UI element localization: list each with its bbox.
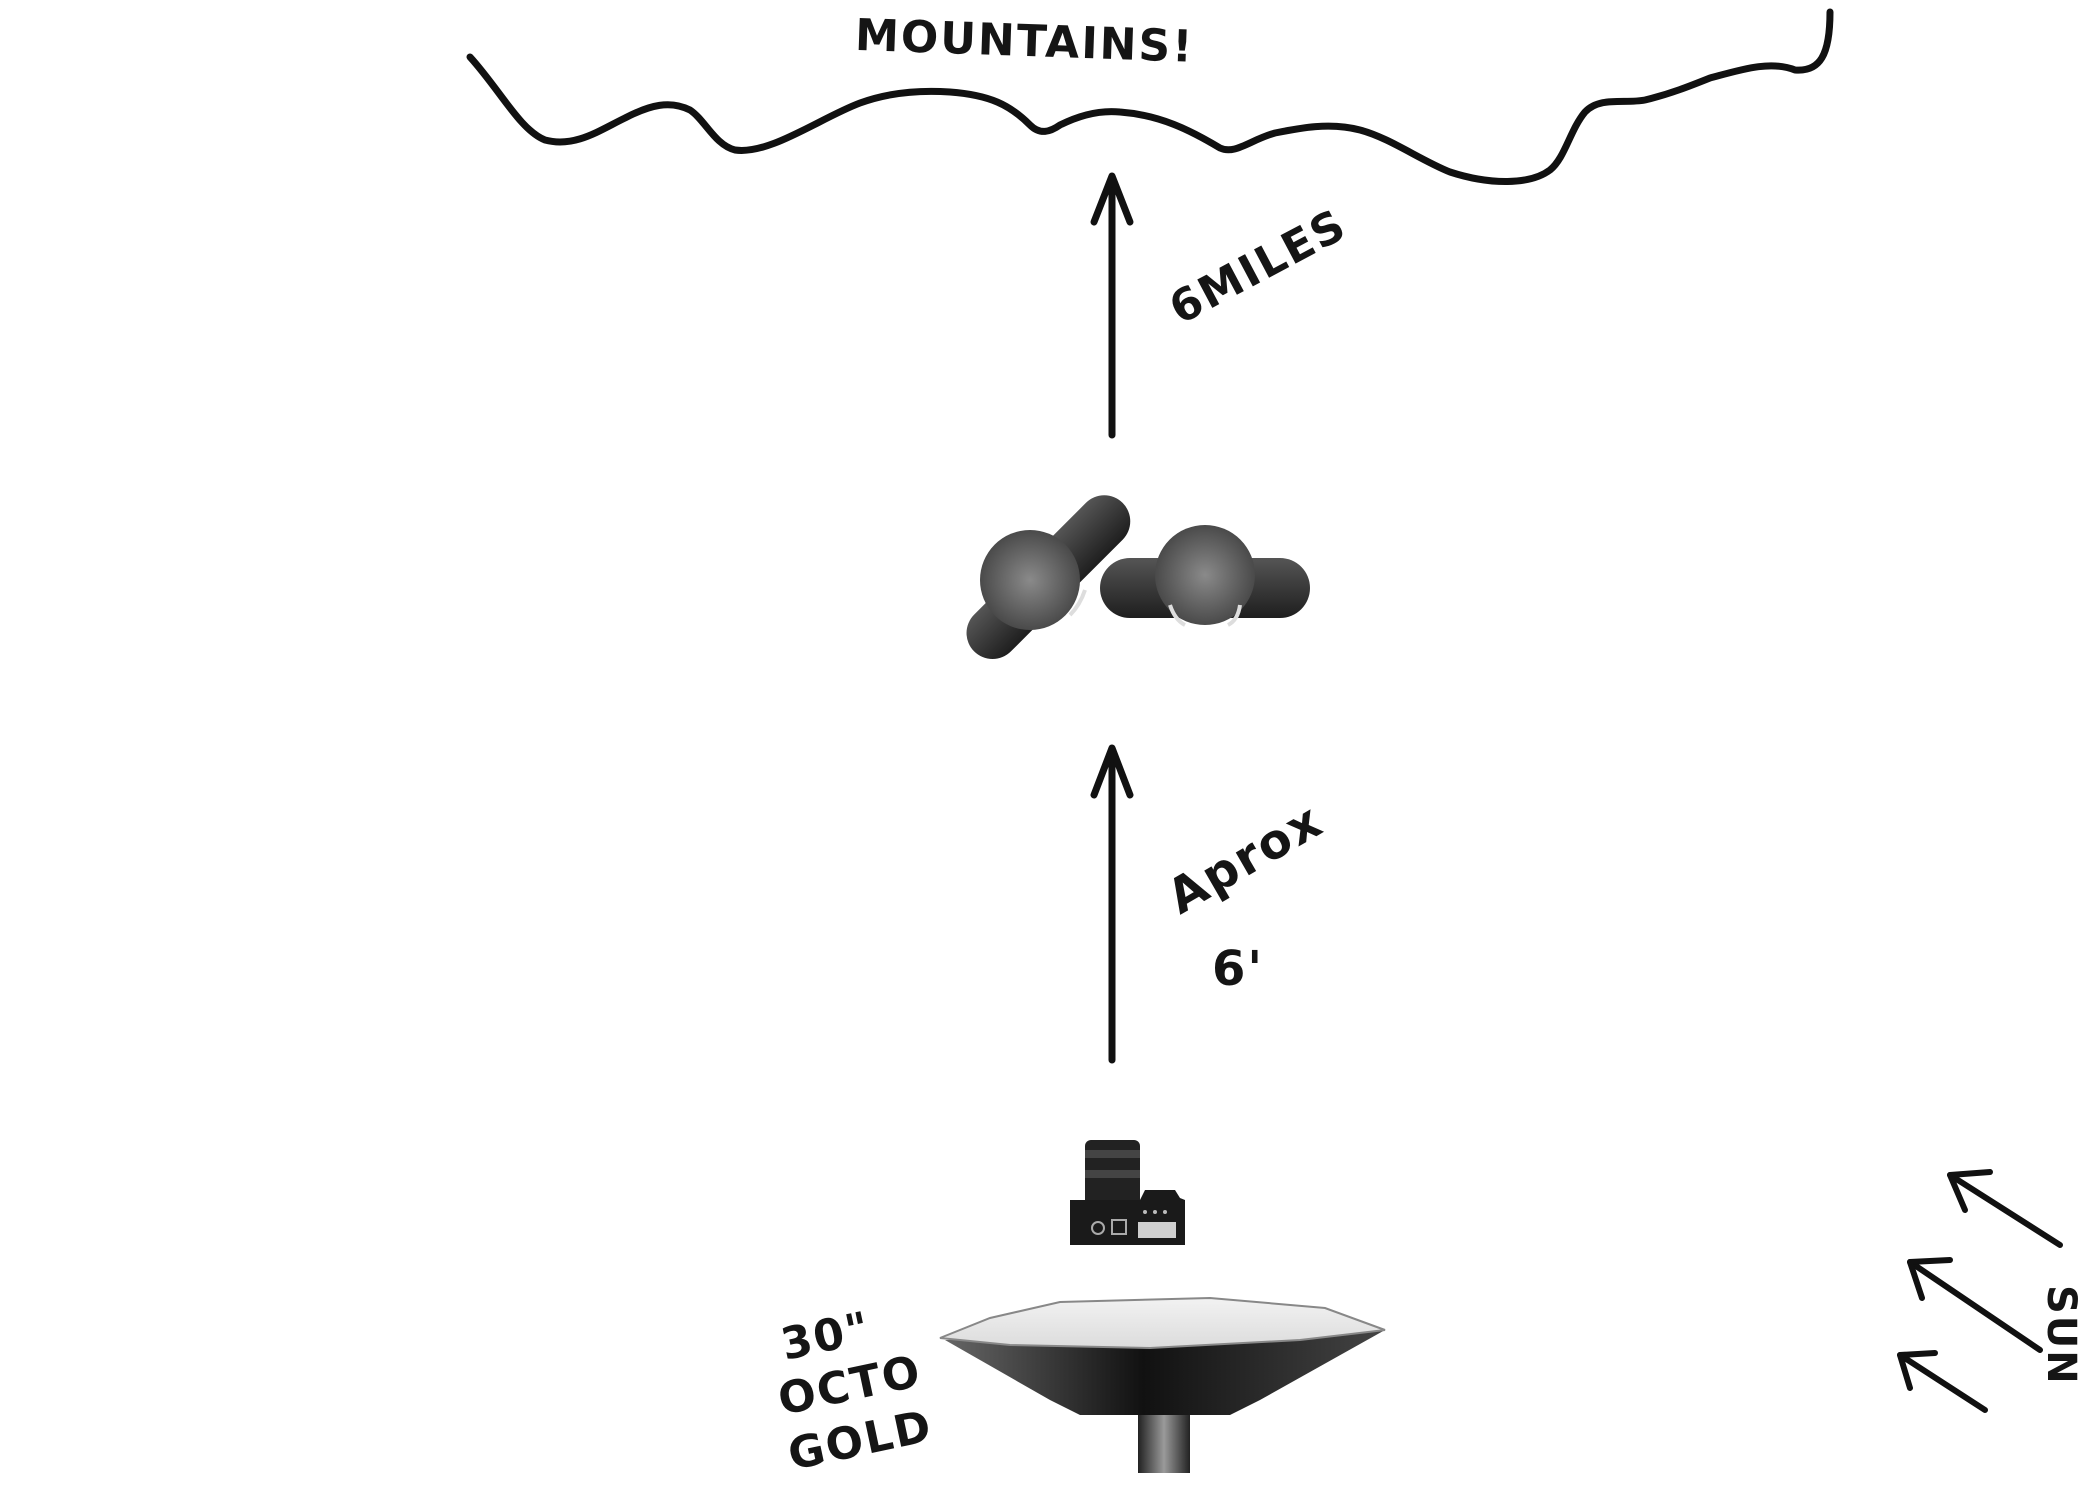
person-topdown-icon (966, 495, 1131, 660)
subject-left (966, 495, 1131, 660)
sun-arrows (1897, 1169, 2063, 1413)
mountain-ridge-line (466, 8, 1834, 185)
arrow-to-mountains (1090, 172, 1134, 439)
arrow-to-subjects (1090, 744, 1134, 1064)
mountains-label: MOUNTAINS! (854, 10, 1195, 73)
sun-arrow-middle (1907, 1257, 2043, 1353)
octabox-icon (939, 1296, 1386, 1473)
sun-arrow-top (1947, 1169, 2063, 1248)
camera-icon (1070, 1140, 1185, 1245)
person-topdown-icon (1100, 525, 1310, 627)
distance-near-label-line1: Aprox (1158, 792, 1332, 925)
sun-label: SUN (2038, 1285, 2084, 1386)
sun-arrow-bottom (1897, 1350, 1988, 1413)
subject-right (1100, 525, 1310, 627)
distance-far-label: 6MILES (1161, 199, 1355, 334)
distance-near-label-line2: 6' (1212, 941, 1264, 997)
